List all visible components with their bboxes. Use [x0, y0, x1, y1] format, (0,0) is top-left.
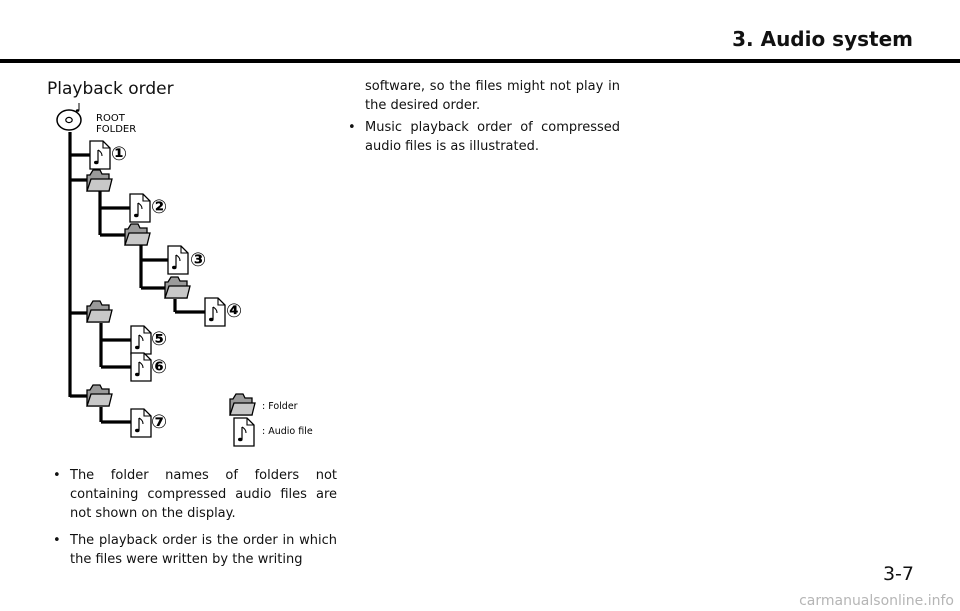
bullet-item: The folder names of folders not containi… [47, 466, 337, 523]
file-number-1: ① [111, 143, 127, 165]
left-bullet-list: The folder names of folders not containi… [47, 466, 337, 577]
file-number-5: ⑤ [151, 328, 167, 350]
music-file-icon [167, 245, 189, 275]
file-number-7: ⑦ [151, 411, 167, 433]
file-number-2: ② [151, 196, 167, 218]
music-file-icon [204, 297, 226, 327]
bullet-item: The playback order is the order in which… [47, 531, 337, 569]
file-number-6: ⑥ [151, 356, 167, 378]
watermark: carmanualsonline.info [799, 593, 954, 609]
folder-icon [86, 300, 113, 323]
music-file-icon [130, 352, 152, 382]
music-file-icon [130, 408, 152, 438]
tree-lines [68, 132, 205, 424]
page-heading: Playback order [47, 79, 174, 99]
file-number-3: ③ [190, 249, 206, 271]
legend-audio-file-icon [233, 417, 255, 447]
continued-paragraph: software, so the files might not play in… [365, 79, 620, 113]
legend-folder-icon [229, 393, 256, 416]
music-file-icon [89, 140, 111, 170]
section-title: 3. Audio system [732, 27, 913, 51]
page-number: 3-7 [882, 563, 914, 585]
file-number-4: ④ [226, 300, 242, 322]
folder-icon [124, 223, 151, 246]
header-rule [0, 59, 960, 63]
root-label-line2: FOLDER [96, 124, 136, 135]
legend-audio-file-label: : Audio file [262, 426, 313, 437]
folder-icon [164, 276, 191, 299]
disc-icon [56, 103, 82, 131]
folder-icon [86, 384, 113, 407]
folder-icon [86, 169, 113, 192]
bullet-item: Music playback order of compressed audio… [342, 118, 620, 156]
legend-folder-label: : Folder [262, 401, 298, 412]
music-file-icon [129, 193, 151, 223]
right-bullet-list: Music playback order of compressed audio… [342, 118, 620, 156]
music-file-icon [130, 325, 152, 355]
root-label-line1: ROOT [96, 113, 126, 124]
